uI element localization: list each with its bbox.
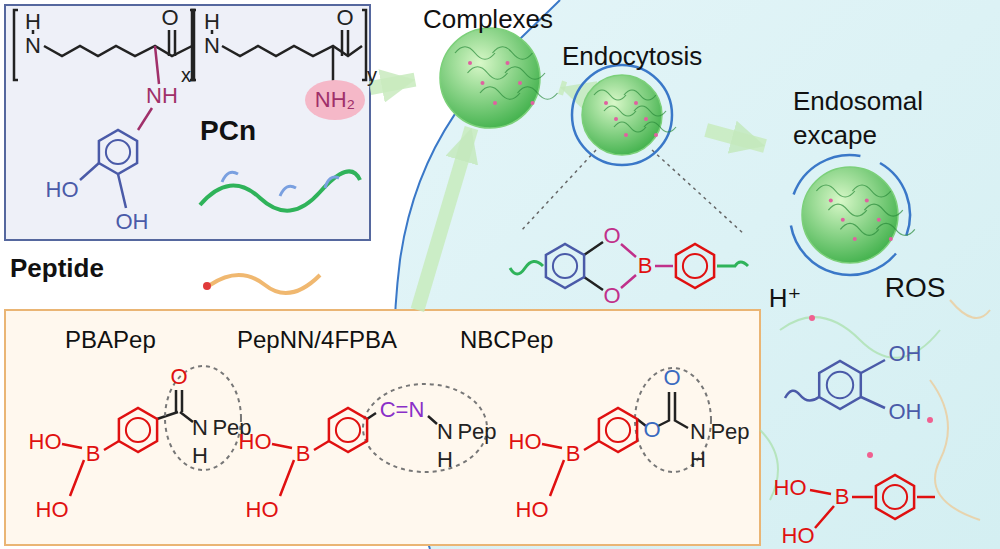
benzene-ring xyxy=(876,475,914,519)
release-bonds xyxy=(785,360,885,408)
flow-arrow xyxy=(706,130,765,146)
atom-label: H xyxy=(690,449,706,471)
node-label: PepNN/4FPBA xyxy=(237,324,397,355)
atom-label: HO xyxy=(36,499,69,521)
atom-label: HO xyxy=(516,499,549,521)
atom-label: H xyxy=(204,11,220,33)
panel-box: PCn xyxy=(5,5,370,240)
atom-label: O xyxy=(170,366,187,388)
atom-label: NH xyxy=(146,85,178,107)
node-label: PCn xyxy=(200,113,256,149)
atom-label: B xyxy=(835,486,850,508)
atom-label: C=N xyxy=(380,399,425,421)
atom-label: O xyxy=(161,7,178,29)
peptide-bonds xyxy=(62,390,688,496)
pcn-panel xyxy=(5,5,370,240)
released-strands xyxy=(760,300,990,520)
release-boron xyxy=(810,490,935,528)
node-label: Complexes xyxy=(423,3,553,37)
atom-label: O xyxy=(603,225,620,247)
highlight-ellipses xyxy=(165,366,711,472)
atom-label: B xyxy=(566,443,581,465)
node-label: Endosomal excape xyxy=(793,85,963,153)
atom-label: O xyxy=(663,367,680,389)
circle-node: Endosomal excape xyxy=(765,85,995,270)
polymer-strand xyxy=(200,171,360,210)
flow-arrow xyxy=(560,87,565,89)
atom-label: HO xyxy=(29,431,62,453)
atom-label: O xyxy=(643,419,660,441)
atom-label: Pep xyxy=(710,421,749,443)
atom-label: N xyxy=(690,421,706,443)
atom-label: N xyxy=(437,421,453,443)
ring-inner xyxy=(827,372,853,398)
atom-label: OH xyxy=(889,343,922,365)
atom-label: OH xyxy=(116,211,149,233)
catechol-bonds xyxy=(80,163,126,208)
atom-label: N xyxy=(25,35,41,57)
peptide-strand xyxy=(210,275,320,293)
atom-label: H xyxy=(437,449,453,471)
atom-label: HO xyxy=(246,499,279,521)
atom-label: Pep xyxy=(457,421,496,443)
circle-node: Endocytosis xyxy=(560,40,706,180)
atom-label: y xyxy=(367,65,377,85)
ring-inner xyxy=(336,418,360,442)
atom-label: B xyxy=(86,443,101,465)
atom-label: O xyxy=(336,7,353,29)
inset-bonds-o xyxy=(584,242,603,290)
atom-label: HO xyxy=(782,525,815,547)
benzene-ring xyxy=(546,244,584,288)
atom-label: B xyxy=(296,443,311,465)
ring-inner xyxy=(606,418,630,442)
benzene-ring xyxy=(329,408,367,452)
benzene-ring xyxy=(99,130,137,174)
released-dots xyxy=(809,315,933,458)
benzene-ring xyxy=(676,244,714,288)
benzene-ring xyxy=(599,408,637,452)
atom-label: H xyxy=(25,11,41,33)
aromatic-rings xyxy=(99,130,914,519)
atom-label: O xyxy=(603,285,620,307)
catechol-hooks xyxy=(222,172,339,196)
ring-inner xyxy=(126,418,150,442)
benzene-ring xyxy=(819,361,861,409)
node-label: Endocytosis xyxy=(562,40,702,74)
atom-label: ROS xyxy=(885,274,946,302)
peptide-panel xyxy=(5,310,760,545)
circle-node: Complexes xyxy=(415,3,565,128)
atom-label: OH xyxy=(889,401,922,423)
atom-label: HO xyxy=(46,179,79,201)
ring-inner xyxy=(106,140,130,164)
atom-label: B xyxy=(638,255,653,277)
node-label: NBCPep xyxy=(460,324,553,355)
nh2-link xyxy=(332,46,335,86)
atom-label: N xyxy=(192,417,208,439)
atom-label: NH₂ xyxy=(315,89,355,111)
benzene-ring xyxy=(119,408,157,452)
atom-label: HO xyxy=(509,431,542,453)
ring-inner xyxy=(683,254,707,278)
ring-inner xyxy=(553,254,577,278)
node-label: PBAPep xyxy=(65,324,156,355)
atom-label: H⁺ xyxy=(769,285,802,311)
amine-highlight xyxy=(305,80,365,120)
ring-inner xyxy=(883,485,907,509)
atom-label: N xyxy=(204,35,220,57)
atom-label: HO xyxy=(239,431,272,453)
panel-heading: Peptide xyxy=(10,252,104,286)
inset-bonds-b xyxy=(621,244,673,288)
atom-label: HO xyxy=(774,477,807,499)
peptide-end xyxy=(203,282,211,290)
atom-label: H xyxy=(192,445,208,467)
atom-label: x xyxy=(181,65,191,85)
flow-arrow xyxy=(417,128,471,310)
